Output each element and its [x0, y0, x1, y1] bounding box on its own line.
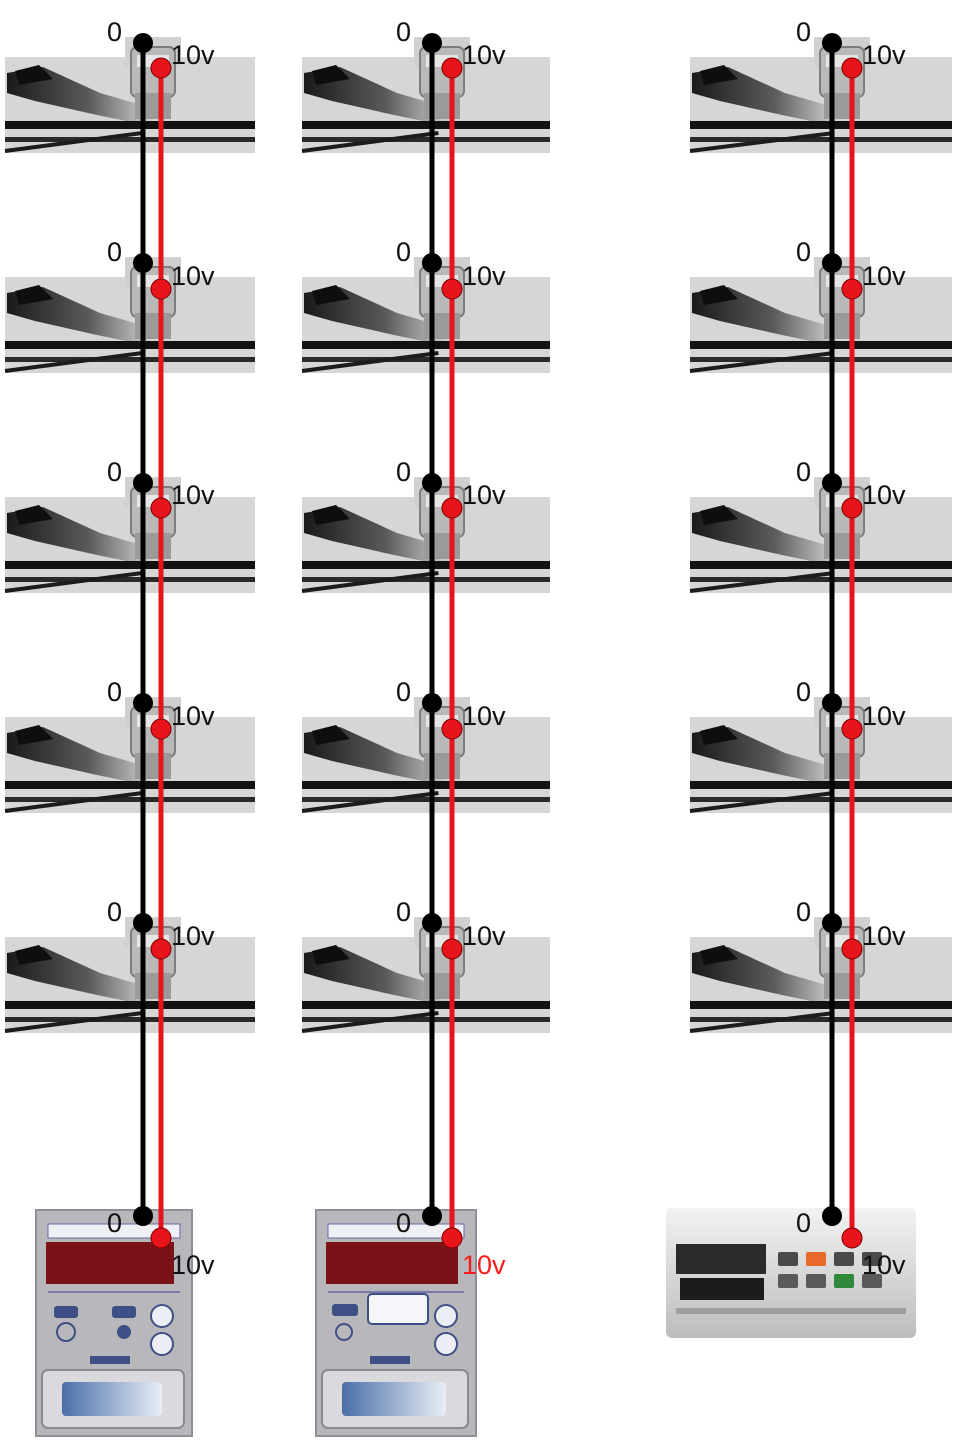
- controller-panel-icon: [35, 1209, 193, 1437]
- zero-label: 0: [796, 897, 811, 927]
- neutral-terminal: [822, 693, 842, 713]
- signal-terminal: [441, 57, 463, 79]
- neutral-terminal: [422, 253, 442, 273]
- zero-label: 0: [796, 17, 811, 47]
- zero-label: 0: [796, 457, 811, 487]
- damper-actuator-icon: [301, 257, 550, 373]
- neutral-terminal: [422, 33, 442, 53]
- damper-actuator-icon: [301, 917, 550, 1033]
- zero-label: 0: [796, 237, 811, 267]
- signal-terminal: [150, 718, 172, 740]
- zero-label: 0: [396, 897, 411, 927]
- neutral-terminal: [422, 693, 442, 713]
- neutral-terminal: [133, 253, 153, 273]
- neutral-terminal: [133, 913, 153, 933]
- zero-label: 0: [107, 457, 122, 487]
- damper-actuator-icon: [4, 917, 255, 1033]
- zero-label: 0: [107, 677, 122, 707]
- controller-volt-label: 10v: [862, 1250, 906, 1280]
- damper-actuator-icon: [689, 257, 952, 373]
- damper-actuator-icon: [689, 37, 952, 153]
- controller-zero-label: 0: [796, 1208, 811, 1238]
- signal-terminal: [841, 278, 863, 300]
- damper-actuator-icon: [689, 697, 952, 813]
- neutral-terminal: [822, 253, 842, 273]
- volt-label: 10v: [462, 921, 506, 951]
- controller-zero-label: 0: [107, 1208, 122, 1238]
- zero-label: 0: [396, 677, 411, 707]
- signal-terminal: [441, 938, 463, 960]
- controller-neutral-terminal: [822, 1206, 842, 1226]
- signal-terminal: [150, 278, 172, 300]
- neutral-terminal: [133, 693, 153, 713]
- signal-terminal: [150, 938, 172, 960]
- neutral-terminal: [422, 913, 442, 933]
- damper-actuator-icon: [301, 477, 550, 593]
- controller-signal-terminal: [441, 1227, 463, 1249]
- damper-actuator-icon: [689, 917, 952, 1033]
- signal-terminal: [150, 57, 172, 79]
- damper-actuator-icon: [4, 697, 255, 813]
- neutral-terminal: [822, 473, 842, 493]
- volt-label: 10v: [171, 261, 215, 291]
- signal-terminal: [441, 718, 463, 740]
- neutral-terminal: [422, 473, 442, 493]
- volt-label: 10v: [171, 701, 215, 731]
- damper-actuator-icon: [4, 37, 255, 153]
- damper-actuator-icon: [301, 37, 550, 153]
- damper-actuator-icon: [4, 257, 255, 373]
- volt-label: 10v: [862, 261, 906, 291]
- controller-volt-label: 10v: [171, 1250, 215, 1280]
- damper-actuator-icon: [301, 697, 550, 813]
- controller-neutral-terminal: [422, 1206, 442, 1226]
- signal-terminal: [841, 718, 863, 740]
- signal-terminal: [441, 497, 463, 519]
- signal-terminal: [841, 57, 863, 79]
- volt-label: 10v: [862, 480, 906, 510]
- signal-terminal: [841, 938, 863, 960]
- damper-actuator-icon: [4, 477, 255, 593]
- volt-label: 10v: [462, 701, 506, 731]
- neutral-terminal: [822, 913, 842, 933]
- zero-label: 0: [107, 897, 122, 927]
- volt-label: 10v: [171, 480, 215, 510]
- zero-label: 0: [396, 17, 411, 47]
- volt-label: 10v: [171, 40, 215, 70]
- signal-terminal: [150, 497, 172, 519]
- damper-actuator-icon: [689, 477, 952, 593]
- neutral-terminal: [133, 33, 153, 53]
- controller-neutral-terminal: [133, 1206, 153, 1226]
- volt-label: 10v: [862, 921, 906, 951]
- controller-signal-terminal: [150, 1227, 172, 1249]
- zero-label: 0: [107, 17, 122, 47]
- zero-label: 0: [396, 237, 411, 267]
- signal-terminal: [841, 497, 863, 519]
- volt-label: 10v: [462, 261, 506, 291]
- neutral-terminal: [822, 33, 842, 53]
- controller-volt-label: 10v: [462, 1250, 506, 1280]
- signal-terminal: [441, 278, 463, 300]
- volt-label: 10v: [462, 480, 506, 510]
- zero-label: 0: [396, 457, 411, 487]
- neutral-terminal: [133, 473, 153, 493]
- volt-label: 10v: [462, 40, 506, 70]
- controller-signal-terminal: [841, 1227, 863, 1249]
- volt-label: 10v: [171, 921, 215, 951]
- controller-zero-label: 0: [396, 1208, 411, 1238]
- volt-label: 10v: [862, 701, 906, 731]
- zero-label: 0: [107, 237, 122, 267]
- zero-label: 0: [796, 677, 811, 707]
- volt-label: 10v: [862, 40, 906, 70]
